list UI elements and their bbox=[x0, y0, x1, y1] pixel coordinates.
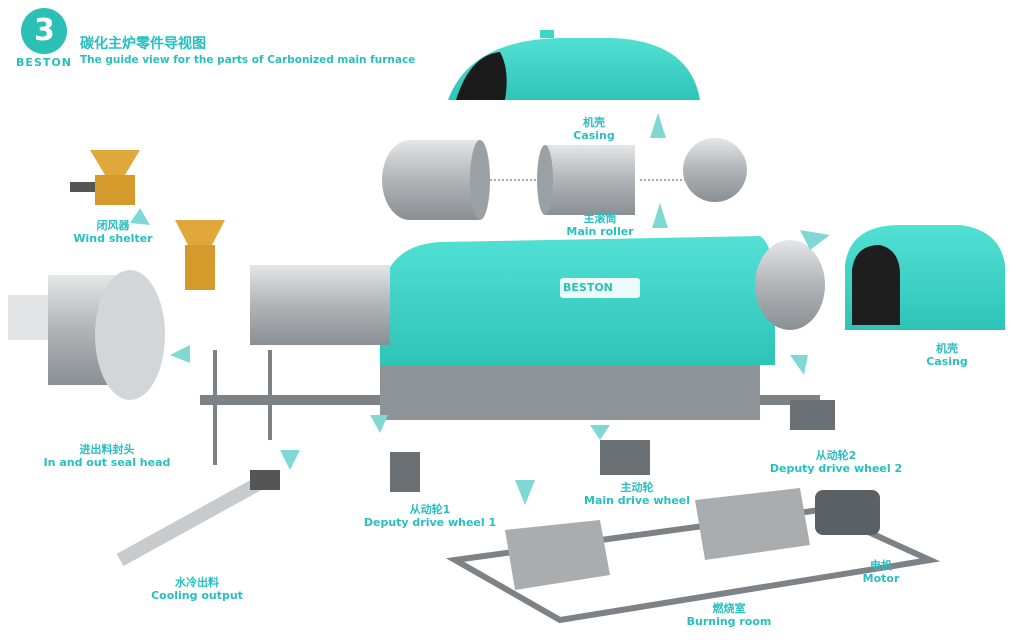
title-zh: 碳化主炉零件导视图 bbox=[80, 36, 206, 52]
deputy-drive-wheel-1 bbox=[390, 452, 420, 492]
label-zh: 燃烧室 bbox=[712, 602, 746, 615]
label-en: Cooling output bbox=[151, 589, 243, 602]
label-en: Casing bbox=[573, 129, 615, 142]
logo-mark: 3 bbox=[21, 8, 67, 54]
label-en: Deputy drive wheel 2 bbox=[769, 462, 903, 475]
label-zh: 从动轮1 bbox=[409, 503, 451, 516]
main-drive-wheel bbox=[600, 440, 650, 475]
label-zh: 主动轮 bbox=[620, 481, 654, 494]
arrow-down-icon bbox=[370, 415, 388, 433]
label-en: Main roller bbox=[566, 225, 634, 238]
label-en: Main drive wheel bbox=[583, 494, 691, 507]
motor bbox=[815, 490, 880, 535]
main-furnace bbox=[200, 236, 825, 465]
arrow-left-icon bbox=[170, 345, 190, 363]
wind-shelter bbox=[70, 150, 225, 290]
arrow-down-icon bbox=[590, 425, 610, 440]
right-casing bbox=[845, 225, 1005, 330]
arrow-up-icon bbox=[652, 203, 668, 228]
cooling-output bbox=[116, 470, 280, 567]
page-title: 碳化主炉零件导视图 The guide view for the parts o… bbox=[80, 36, 415, 67]
deputy-drive-wheel-2 bbox=[790, 400, 835, 430]
logo-text: BESTON bbox=[16, 56, 72, 69]
label-zh: 水冷出料 bbox=[175, 576, 219, 589]
label-en: Wind shelter bbox=[73, 232, 153, 245]
label-en: Casing bbox=[926, 355, 968, 368]
label-zh: 机壳 bbox=[583, 116, 605, 129]
arrows bbox=[130, 113, 830, 505]
label-zh: 主滚筒 bbox=[583, 212, 617, 225]
label-zh: 进出料封头 bbox=[79, 443, 135, 456]
label-zh: 电机 bbox=[870, 559, 892, 572]
burning-room bbox=[445, 488, 941, 624]
label-en: Burning room bbox=[686, 615, 772, 628]
arrow-down-icon bbox=[790, 355, 808, 375]
main-roller bbox=[382, 138, 747, 220]
label-en: In and out seal head bbox=[43, 456, 171, 469]
label-zh: 从动轮2 bbox=[815, 449, 857, 462]
label-zh: 闭风器 bbox=[96, 219, 130, 232]
arrow-up-icon bbox=[650, 113, 666, 138]
label-zh: 机壳 bbox=[936, 342, 958, 355]
arrow-down-icon bbox=[515, 480, 535, 505]
label-en: Deputy drive wheel 1 bbox=[363, 516, 497, 529]
arrow-icon bbox=[130, 208, 150, 225]
arrow-down-icon bbox=[280, 450, 300, 470]
beston-logo: 3 BESTON bbox=[14, 8, 74, 69]
title-en: The guide view for the parts of Carboniz… bbox=[80, 54, 416, 66]
top-casing bbox=[448, 30, 700, 100]
arrow-right-icon bbox=[800, 230, 830, 250]
label-en: Motor bbox=[862, 572, 900, 585]
furnace-badge: BESTON bbox=[563, 281, 613, 294]
seal-head bbox=[8, 270, 165, 400]
